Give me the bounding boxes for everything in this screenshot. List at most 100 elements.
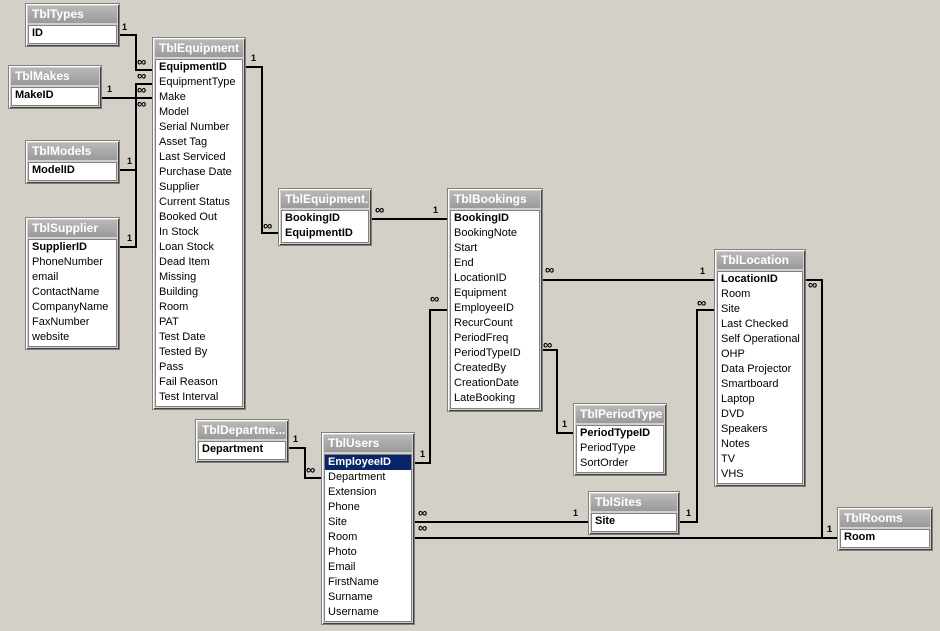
field-item[interactable]: Building xyxy=(159,286,199,298)
field-item[interactable]: EquipmentType xyxy=(159,76,236,88)
field-item[interactable]: Site xyxy=(328,516,347,528)
table-title[interactable]: TblEquipment... xyxy=(281,191,369,208)
field-item[interactable]: ID xyxy=(32,27,43,39)
field-item[interactable]: Loan Stock xyxy=(159,241,215,253)
field-item[interactable]: BookingNote xyxy=(454,227,517,239)
field-item[interactable]: Room xyxy=(844,531,876,543)
field-item[interactable]: FaxNumber xyxy=(32,316,90,328)
field-item[interactable]: Equipment xyxy=(454,287,507,299)
field-item[interactable]: Current Status xyxy=(159,196,230,208)
field-item[interactable]: CreationDate xyxy=(454,377,519,389)
table-department[interactable]: TblDepartme... Department xyxy=(195,419,289,463)
field-item[interactable]: email xyxy=(32,271,59,283)
field-item[interactable]: Supplier xyxy=(159,181,200,193)
table-title[interactable]: TblModels xyxy=(28,143,117,160)
field-item[interactable]: SupplierID xyxy=(32,241,88,253)
field-item[interactable]: OHP xyxy=(721,348,745,360)
field-item[interactable]: Asset Tag xyxy=(159,136,208,148)
field-item[interactable]: Missing xyxy=(159,271,197,283)
field-item[interactable]: LocationID xyxy=(454,272,507,284)
table-title[interactable]: TblRooms xyxy=(840,510,930,527)
field-item[interactable]: Notes xyxy=(721,438,750,450)
field-item[interactable]: CreatedBy xyxy=(454,362,506,374)
relationship-line-supplier-equipment[interactable] xyxy=(120,97,152,248)
field-item[interactable]: End xyxy=(454,257,474,269)
table-title[interactable]: TblPeriodType xyxy=(576,406,664,423)
field-item[interactable]: PeriodTypeID xyxy=(454,347,521,359)
field-item[interactable]: PeriodType xyxy=(580,442,636,454)
relationship-line-types-equipment[interactable] xyxy=(120,34,152,71)
field-list[interactable]: Site xyxy=(591,513,677,532)
field-item[interactable]: Site xyxy=(595,515,616,527)
table-title[interactable]: TblTypes xyxy=(28,6,117,23)
field-item[interactable]: Pass xyxy=(159,361,184,373)
field-item[interactable]: Start xyxy=(454,242,478,254)
field-item[interactable]: Booked Out xyxy=(159,211,218,223)
field-item[interactable]: Self Operational xyxy=(721,333,800,345)
field-item[interactable]: Test Interval xyxy=(159,391,219,403)
field-item[interactable]: Room xyxy=(328,531,358,543)
field-list[interactable]: ModelID xyxy=(28,162,117,181)
relationship-line-users-bookings[interactable] xyxy=(415,309,447,464)
field-item[interactable]: Extension xyxy=(328,486,377,498)
field-list[interactable]: ID xyxy=(28,25,117,44)
table-title[interactable]: TblEquipment xyxy=(155,40,243,57)
field-item[interactable]: PeriodFreq xyxy=(454,332,509,344)
field-item[interactable]: Phone xyxy=(328,501,360,513)
field-item[interactable]: PAT xyxy=(159,316,179,328)
table-title[interactable]: TblUsers xyxy=(324,435,412,452)
table-title[interactable]: TblBookings xyxy=(450,191,540,208)
field-item[interactable]: PeriodTypeID xyxy=(580,427,651,439)
field-item[interactable]: Model xyxy=(159,106,189,118)
field-list[interactable]: Department xyxy=(198,441,286,460)
field-item[interactable]: Room xyxy=(721,288,751,300)
field-item[interactable]: Test Date xyxy=(159,331,206,343)
field-item[interactable]: In Stock xyxy=(159,226,199,238)
field-item[interactable]: Laptop xyxy=(721,393,755,405)
field-item[interactable]: Purchase Date xyxy=(159,166,232,178)
relationship-line-rooms-location[interactable] xyxy=(806,279,837,539)
field-item[interactable]: Data Projector xyxy=(721,363,792,375)
field-item[interactable]: Speakers xyxy=(721,423,768,435)
field-item[interactable]: ModelID xyxy=(32,164,75,176)
field-item[interactable]: Make xyxy=(159,91,186,103)
field-item[interactable]: Dead Item xyxy=(159,256,210,268)
field-item[interactable]: Tested By xyxy=(159,346,208,358)
field-item[interactable]: Last Serviced xyxy=(159,151,226,163)
field-item[interactable]: SortOrder xyxy=(580,457,629,469)
field-item[interactable]: BookingID xyxy=(285,212,340,224)
table-title[interactable]: TblLocation xyxy=(717,252,803,269)
field-item[interactable]: website xyxy=(32,331,70,343)
field-item[interactable]: DVD xyxy=(721,408,745,420)
field-item[interactable]: FirstName xyxy=(328,576,379,588)
field-item[interactable]: Room xyxy=(159,301,189,313)
field-item[interactable]: MakeID xyxy=(15,89,54,101)
field-list[interactable]: MakeID xyxy=(11,87,99,106)
field-item[interactable]: Fail Reason xyxy=(159,376,218,388)
relationship-line-periodtype-bookings[interactable] xyxy=(543,349,573,434)
field-item[interactable]: TV xyxy=(721,453,736,465)
field-list[interactable]: Room xyxy=(840,529,930,548)
field-item[interactable]: Username xyxy=(328,606,379,618)
table-title[interactable]: TblDepartme... xyxy=(198,422,286,439)
field-item[interactable]: Department xyxy=(328,471,386,483)
field-item[interactable]: Site xyxy=(721,303,740,315)
relationship-line-equipment-equipbook[interactable] xyxy=(246,66,278,234)
field-item[interactable]: Surname xyxy=(328,591,373,603)
